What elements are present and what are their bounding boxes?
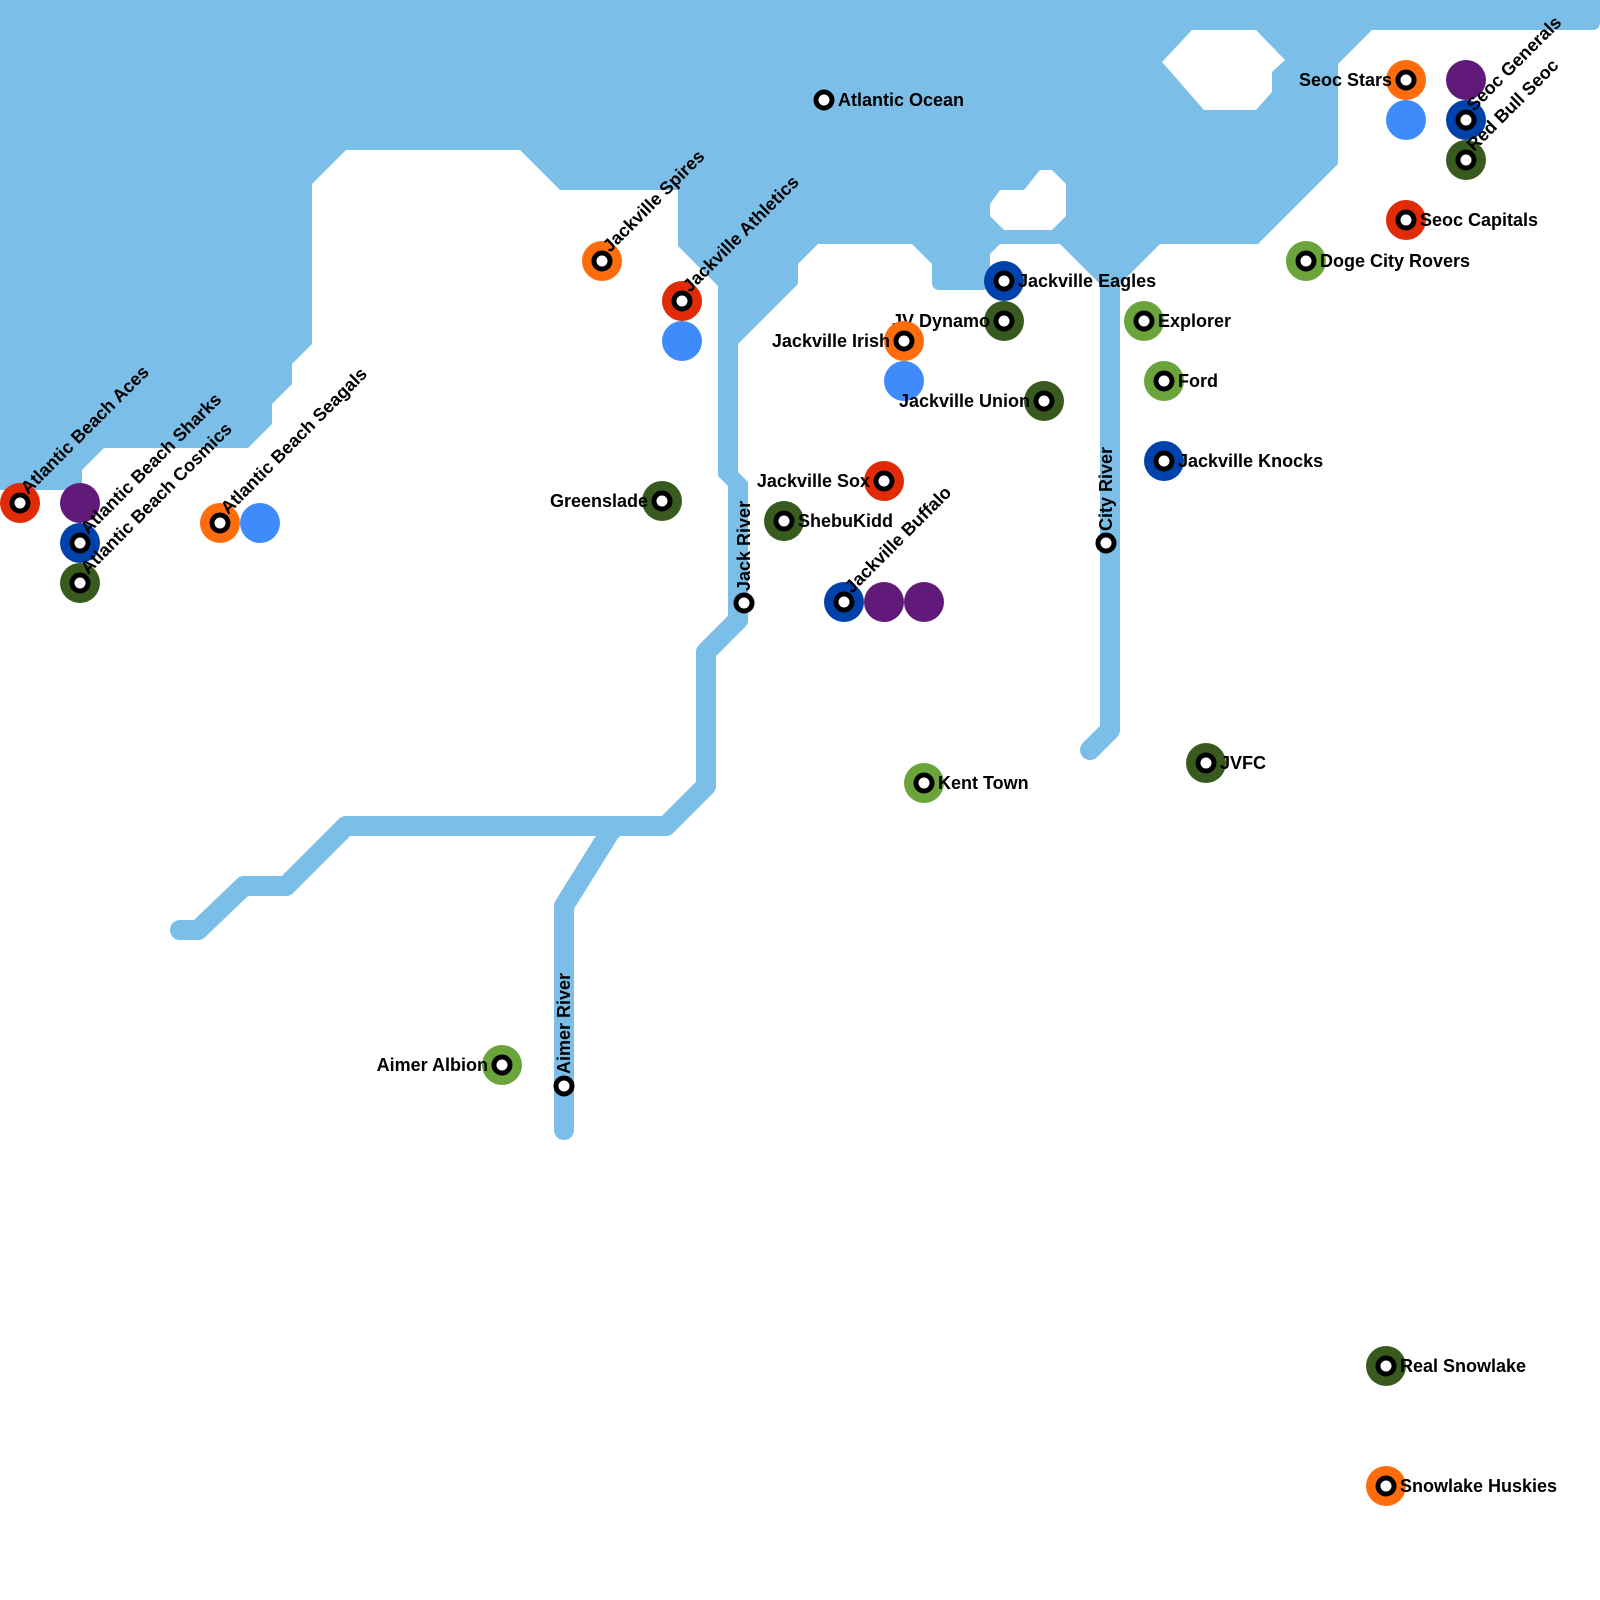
station-shebukidd[interactable]: ShebuKidd [764,501,893,541]
station-ford[interactable]: Ford [1144,361,1218,401]
station-marker-icon[interactable] [873,470,895,492]
station-label: Jackville Eagles [1018,271,1156,291]
waterway-aimer-river[interactable]: Aimer River [553,973,575,1097]
waterway-city-river[interactable]: City River [1095,447,1117,554]
station-label: Ford [1178,371,1218,391]
station-jackville-eagles[interactable]: Jackville Eagles [984,261,1156,301]
station-marker-icon[interactable] [69,532,91,554]
station-seoc-stars[interactable]: Seoc Stars [1299,60,1426,140]
station-marker-icon[interactable] [1395,69,1417,91]
station-label: Seoc Capitals [1420,210,1538,230]
station-label: Jackville Buffalo [841,482,956,597]
station-label: Jackville Sox [757,471,870,491]
station-jackville-knocks[interactable]: Jackville Knocks [1144,441,1323,481]
station-marker-icon[interactable] [69,572,91,594]
waterway-marker-icon[interactable] [553,1075,575,1097]
station-label: Real Snowlake [1400,1356,1526,1376]
station-aimer-albion[interactable]: Aimer Albion [377,1045,522,1085]
station-label: Greenslade [550,491,648,511]
station-marker-icon[interactable] [9,492,31,514]
station-seoc-capitals[interactable]: Seoc Capitals [1386,200,1538,240]
station-marker-icon[interactable] [1375,1475,1397,1497]
station-label: Jackville Union [899,391,1030,411]
city-river-channel [1080,710,1120,760]
station-kent-town[interactable]: Kent Town [904,763,1029,803]
water-layer [0,0,1600,730]
station-marker-icon[interactable] [1195,752,1217,774]
station-label: JVFC [1220,753,1266,773]
station-marker-icon[interactable] [591,250,613,272]
station-jvfc[interactable]: JVFC [1186,743,1266,783]
aimer-river-channel [554,816,626,1140]
waterway-marker-icon[interactable] [1095,532,1117,554]
station-label: Aimer Albion [377,1055,488,1075]
station-marker-icon[interactable] [651,490,673,512]
station-label: Jackville Knocks [1178,451,1323,471]
line-dot-purple [864,582,904,622]
station-snowlake-huskies[interactable]: Snowlake Huskies [1366,1466,1557,1506]
station-label: Kent Town [938,773,1029,793]
station-label: Explorer [1158,311,1231,331]
station-marker-icon[interactable] [671,290,693,312]
station-jackville-irish[interactable]: Jackville Irish [772,321,924,401]
station-label: ShebuKidd [798,511,893,531]
station-marker-icon[interactable] [1455,149,1477,171]
station-marker-icon[interactable] [209,512,231,534]
waterway-jack-river[interactable]: Jack River [733,501,755,614]
line-dot-lightblue [662,321,702,361]
waterway-label: Atlantic Ocean [838,90,964,110]
station-real-snowlake[interactable]: Real Snowlake [1366,1346,1526,1386]
line-dot-purple [904,582,944,622]
station-jackville-buffalo[interactable]: Jackville Buffalo [824,482,955,622]
line-dot-lightblue [1386,100,1426,140]
station-marker-icon[interactable] [913,772,935,794]
station-marker-icon[interactable] [893,330,915,352]
station-marker-icon[interactable] [1395,209,1417,231]
station-marker-icon[interactable] [1153,370,1175,392]
rivers-layer [170,590,1120,1140]
station-label: Snowlake Huskies [1400,1476,1557,1496]
waterway-marker-icon[interactable] [813,89,835,111]
station-label: Seoc Stars [1299,70,1392,90]
station-marker-icon[interactable] [1153,450,1175,472]
waterway-label: Aimer River [554,973,574,1074]
line-dot-lightblue [884,361,924,401]
station-jackville-sox[interactable]: Jackville Sox [757,461,904,501]
station-marker-icon[interactable] [993,310,1015,332]
station-marker-icon[interactable] [491,1054,513,1076]
station-marker-icon[interactable] [993,270,1015,292]
station-greenslade[interactable]: Greenslade [550,481,682,521]
waterway-label: Jack River [734,501,754,591]
station-explorer[interactable]: Explorer [1124,301,1231,341]
station-jackville-union[interactable]: Jackville Union [899,381,1064,421]
waterway-marker-icon[interactable] [733,592,755,614]
station-marker-icon[interactable] [1375,1355,1397,1377]
island-small [990,170,1066,230]
station-doge-city-rovers[interactable]: Doge City Rovers [1286,241,1470,281]
line-dot-purple [1446,60,1486,100]
station-marker-icon[interactable] [1033,390,1055,412]
station-label: Jackville Irish [772,331,890,351]
jack-river-channel [170,590,748,940]
station-marker-icon[interactable] [773,510,795,532]
ocean [0,0,1600,730]
waterway-atlantic-ocean[interactable]: Atlantic Ocean [813,89,964,111]
station-marker-icon[interactable] [1295,250,1317,272]
line-dot-lightblue [240,503,280,543]
line-dot-purple [60,483,100,523]
station-marker-icon[interactable] [1455,109,1477,131]
island-large [1162,30,1285,110]
station-marker-icon[interactable] [1133,310,1155,332]
station-marker-icon[interactable] [833,591,855,613]
waterway-label: City River [1096,447,1116,531]
station-label: Doge City Rovers [1320,251,1470,271]
